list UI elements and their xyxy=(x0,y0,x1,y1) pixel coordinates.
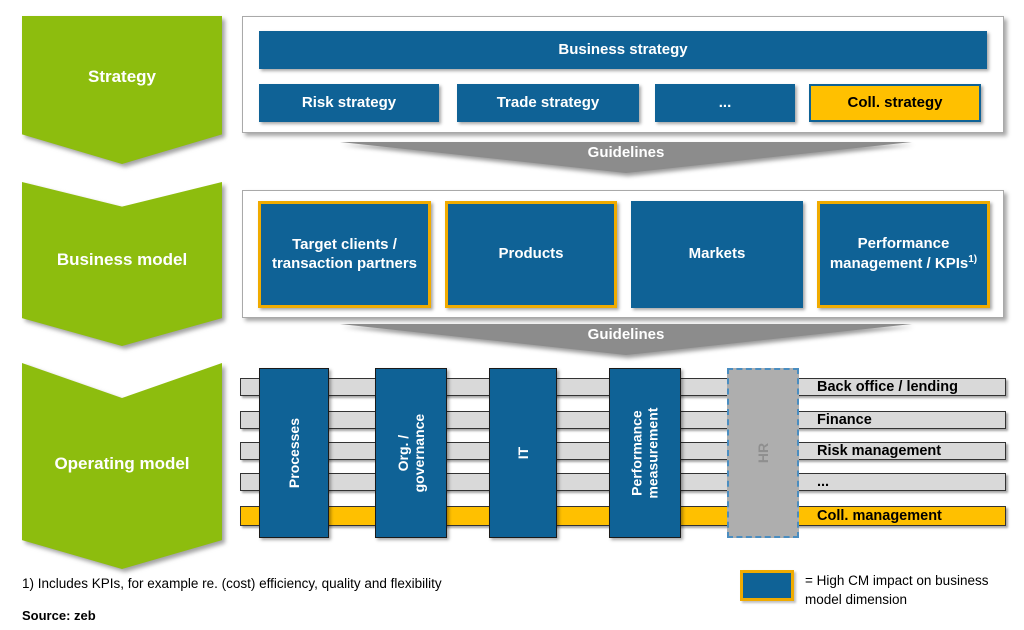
column-org-governance-label: Org. / governance xyxy=(394,413,427,493)
performance-management-label-line2: KPIs xyxy=(934,255,969,272)
column-org-governance: Org. / governance xyxy=(375,368,447,538)
guidelines-label-bottom: Guidelines xyxy=(587,326,665,343)
guidelines-label-top: Guidelines xyxy=(587,144,665,161)
other-strategy-label: ... xyxy=(718,93,732,111)
column-it: IT xyxy=(489,368,557,538)
footnote: 1) Includes KPIs, for example re. (cost)… xyxy=(22,576,442,591)
guidelines-arrow-bottom: Guidelines xyxy=(340,324,912,355)
markets-label: Markets xyxy=(688,245,746,263)
row-other-label: ... xyxy=(817,474,830,490)
performance-management-label: Performance management / KPIs1) xyxy=(820,235,987,274)
chevron-business-model-label: Business model xyxy=(56,250,188,269)
risk-strategy-box: Risk strategy xyxy=(259,84,439,122)
legend-swatch xyxy=(740,570,794,601)
source-note: Source: zeb xyxy=(22,608,96,623)
legend-text: = High CM impact on business model dimen… xyxy=(805,571,1015,609)
products-box: Products xyxy=(445,201,617,308)
performance-management-label-line1: Performance management / xyxy=(829,235,950,272)
business-strategy-box: Business strategy xyxy=(259,31,987,69)
products-label: Products xyxy=(498,245,564,263)
row-risk-management-label: Risk management xyxy=(817,443,942,459)
legend-text-line2: model dimension xyxy=(805,592,908,607)
column-performance-measurement-label: Performance measurement xyxy=(628,407,662,499)
business-model-panel: Target clients / transaction partners Pr… xyxy=(242,190,1004,318)
chevron-strategy-label: Strategy xyxy=(87,67,157,86)
coll-strategy-box: Coll. strategy xyxy=(809,84,981,122)
kpi-footnote-marker: 1) xyxy=(968,254,978,265)
row-back-office-lending-label: Back office / lending xyxy=(817,379,958,395)
trade-strategy-box: Trade strategy xyxy=(457,84,639,122)
column-it-label: IT xyxy=(514,446,531,460)
column-processes: Processes xyxy=(259,368,329,538)
column-hr-label: HR xyxy=(754,442,771,464)
trade-strategy-label: Trade strategy xyxy=(496,93,600,111)
target-clients-label: Target clients / transaction partners xyxy=(271,235,418,272)
guidelines-arrow-top: Guidelines xyxy=(340,142,912,173)
legend-text-line1: = High CM impact on business xyxy=(805,573,989,588)
column-performance-measurement: Performance measurement xyxy=(609,368,681,538)
business-strategy-label: Business strategy xyxy=(558,40,688,58)
chevron-operating-model-label: Operating model xyxy=(54,454,190,473)
row-finance-label: Finance xyxy=(817,412,872,428)
target-clients-box: Target clients / transaction partners xyxy=(258,201,431,308)
row-coll-management-label: Coll. management xyxy=(817,508,942,524)
markets-box: Markets xyxy=(631,201,803,308)
other-strategy-box: ... xyxy=(655,84,795,122)
chevron-operating-model: Operating model xyxy=(22,363,222,569)
performance-management-box: Performance management / KPIs1) xyxy=(817,201,990,308)
coll-strategy-label: Coll. strategy xyxy=(847,93,943,111)
column-hr: HR xyxy=(727,368,799,538)
column-processes-label: Processes xyxy=(285,417,302,489)
risk-strategy-label: Risk strategy xyxy=(301,93,397,111)
strategy-panel: Business strategy Risk strategy Trade st… xyxy=(242,16,1004,133)
chevron-strategy: Strategy xyxy=(22,16,222,164)
chevron-business-model: Business model xyxy=(22,182,222,346)
